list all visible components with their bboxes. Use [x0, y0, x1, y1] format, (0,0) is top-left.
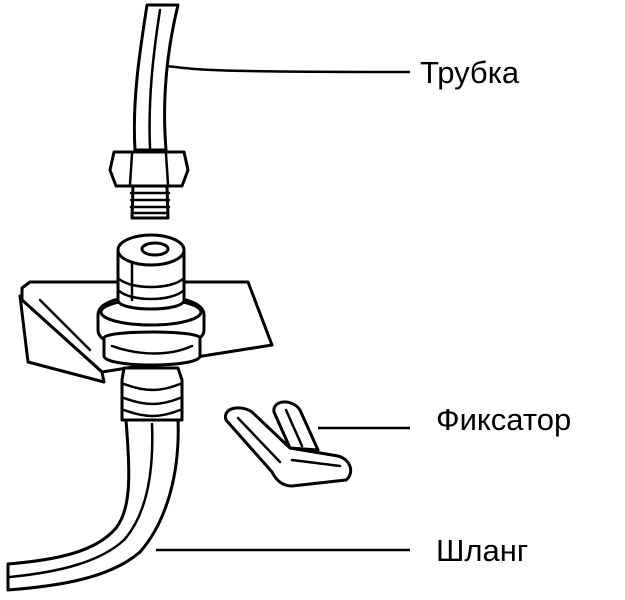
- tube-fitting-nut: [108, 150, 190, 220]
- label-hose: Шланг: [436, 533, 528, 568]
- hose-coupling: [96, 233, 206, 422]
- leader-tube: [165, 64, 411, 74]
- brake-tube: [132, 3, 180, 152]
- label-clip: Фиксатор: [436, 402, 571, 437]
- rubber-hose: [6, 418, 180, 592]
- leader-lines: [156, 64, 411, 552]
- retaining-clip: [223, 400, 353, 488]
- label-tube: Трубка: [420, 55, 520, 90]
